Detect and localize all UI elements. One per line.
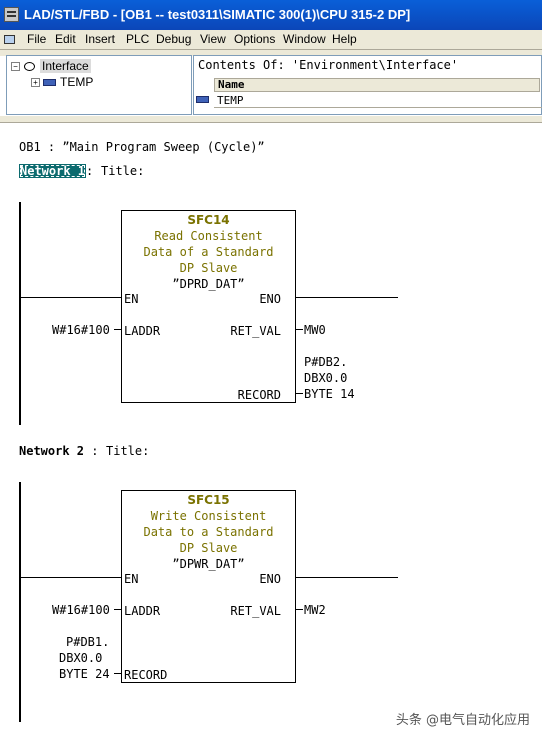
menu-file[interactable]: File <box>27 32 47 46</box>
pin-en[interactable]: EN <box>124 572 139 586</box>
function-block-sfc15[interactable]: SFC15 Write Consistent Data to a Standar… <box>121 490 296 683</box>
block-comment: OB1 : ”Main Program Sweep (Cycle)” <box>19 140 265 154</box>
table-cell-name: TEMP <box>214 94 542 108</box>
operand-record-line[interactable]: DBX0.0 <box>304 371 348 385</box>
contents-label: Contents Of: 'Environment\Interface' <box>198 58 459 72</box>
pin-ret-val[interactable]: RET_VAL <box>230 604 281 618</box>
operand-laddr[interactable]: W#16#100 <box>52 323 110 337</box>
interface-icon <box>23 61 36 72</box>
block-comment-line: Data of a Standard <box>143 245 274 259</box>
menu-options[interactable]: Options <box>234 32 276 46</box>
table-row[interactable]: TEMP <box>196 94 542 108</box>
pin-stub <box>296 329 303 330</box>
pin-eno[interactable]: ENO <box>259 292 281 306</box>
eno-wire <box>295 577 398 578</box>
menu-help[interactable]: Help <box>332 32 357 46</box>
title-bar: LAD/STL/FBD - [OB1 -- test0311\SIMATIC 3… <box>0 0 542 30</box>
operand-record-line[interactable]: P#DB1. <box>66 635 110 649</box>
collapse-icon[interactable]: − <box>11 61 20 71</box>
pin-laddr[interactable]: LADDR <box>124 324 161 338</box>
pin-record[interactable]: RECORD <box>237 388 281 402</box>
pin-ret-val[interactable]: RET_VAL <box>230 324 281 338</box>
operand-record[interactable]: BYTE 24 <box>59 667 110 681</box>
expand-icon[interactable]: + <box>31 77 40 87</box>
network-label[interactable]: Network 2 <box>19 444 85 458</box>
pin-stub <box>114 329 121 330</box>
editor-separator <box>0 116 542 123</box>
block-comment-line: DP Slave <box>179 261 238 275</box>
block-name: SFC14 <box>187 213 230 227</box>
en-wire <box>20 577 121 578</box>
block-comment-line: Write Consistent <box>150 509 267 523</box>
window-title: LAD/STL/FBD - [OB1 -- test0311\SIMATIC 3… <box>24 7 411 22</box>
block-name: SFC15 <box>187 493 230 507</box>
power-rail <box>19 202 21 425</box>
en-wire <box>20 297 121 298</box>
pin-stub <box>296 609 303 610</box>
menu-view[interactable]: View <box>200 32 226 46</box>
block-comment-line: Data to a Standard <box>143 525 274 539</box>
network-title[interactable]: Title: <box>101 164 145 178</box>
variable-icon <box>43 77 56 88</box>
network-title[interactable]: Title: <box>106 444 150 458</box>
tree-node-interface[interactable]: − Interface <box>11 59 91 73</box>
menu-plc[interactable]: PLC <box>126 32 150 46</box>
block-symbol: ”DPRD_DAT” <box>172 277 245 291</box>
tree-node-label: Interface <box>40 59 91 73</box>
interface-tree: − Interface + TEMP <box>6 55 192 115</box>
variable-icon <box>196 94 209 105</box>
network-label[interactable]: Network 1 <box>19 164 87 178</box>
block-symbol: ”DPWR_DAT” <box>172 557 245 571</box>
tree-node-temp[interactable]: + TEMP <box>31 75 93 89</box>
eno-wire <box>295 297 398 298</box>
operand-laddr[interactable]: W#16#100 <box>52 603 110 617</box>
ladder-editor: OB1 : ”Main Program Sweep (Cycle)” Netwo… <box>0 123 542 738</box>
pin-stub <box>296 393 303 394</box>
operand-ret-val[interactable]: MW2 <box>304 603 326 617</box>
pin-stub <box>114 609 121 610</box>
function-block-sfc14[interactable]: SFC14 Read Consistent Data of a Standard… <box>121 210 296 403</box>
block-comment-line: DP Slave <box>179 541 238 555</box>
watermark: 头条 @电气自动化应用 <box>395 713 530 728</box>
pin-en[interactable]: EN <box>124 292 139 306</box>
operand-record-line[interactable]: DBX0.0 <box>59 651 103 665</box>
power-rail <box>19 482 21 722</box>
tree-node-label: TEMP <box>60 75 94 89</box>
menu-insert[interactable]: Insert <box>85 32 116 46</box>
pin-eno[interactable]: ENO <box>259 572 281 586</box>
menu-bar: File Edit Insert PLC Debug View Options … <box>0 30 542 49</box>
pin-laddr[interactable]: LADDR <box>124 604 161 618</box>
network-1-header[interactable]: Network 1: <box>19 164 93 178</box>
menu-debug[interactable]: Debug <box>156 32 192 46</box>
pane-separator <box>0 49 542 56</box>
network-2-header[interactable]: Network 2 : <box>19 444 99 458</box>
menu-window[interactable]: Window <box>283 32 326 46</box>
network-separator: : <box>91 444 99 458</box>
column-header-name[interactable]: Name <box>214 78 540 92</box>
operand-ret-val[interactable]: MW0 <box>304 323 326 337</box>
menu-edit[interactable]: Edit <box>55 32 76 46</box>
operand-record-line[interactable]: P#DB2. <box>304 355 348 369</box>
contents-pane: Contents Of: 'Environment\Interface' Nam… <box>193 55 542 115</box>
operand-record[interactable]: BYTE 14 <box>304 387 355 401</box>
network-separator: : <box>86 164 94 178</box>
block-comment-line: Read Consistent <box>154 229 263 243</box>
pin-stub <box>114 673 121 674</box>
document-icon[interactable] <box>3 33 16 46</box>
pin-record[interactable]: RECORD <box>124 668 168 682</box>
app-icon[interactable] <box>4 7 19 22</box>
